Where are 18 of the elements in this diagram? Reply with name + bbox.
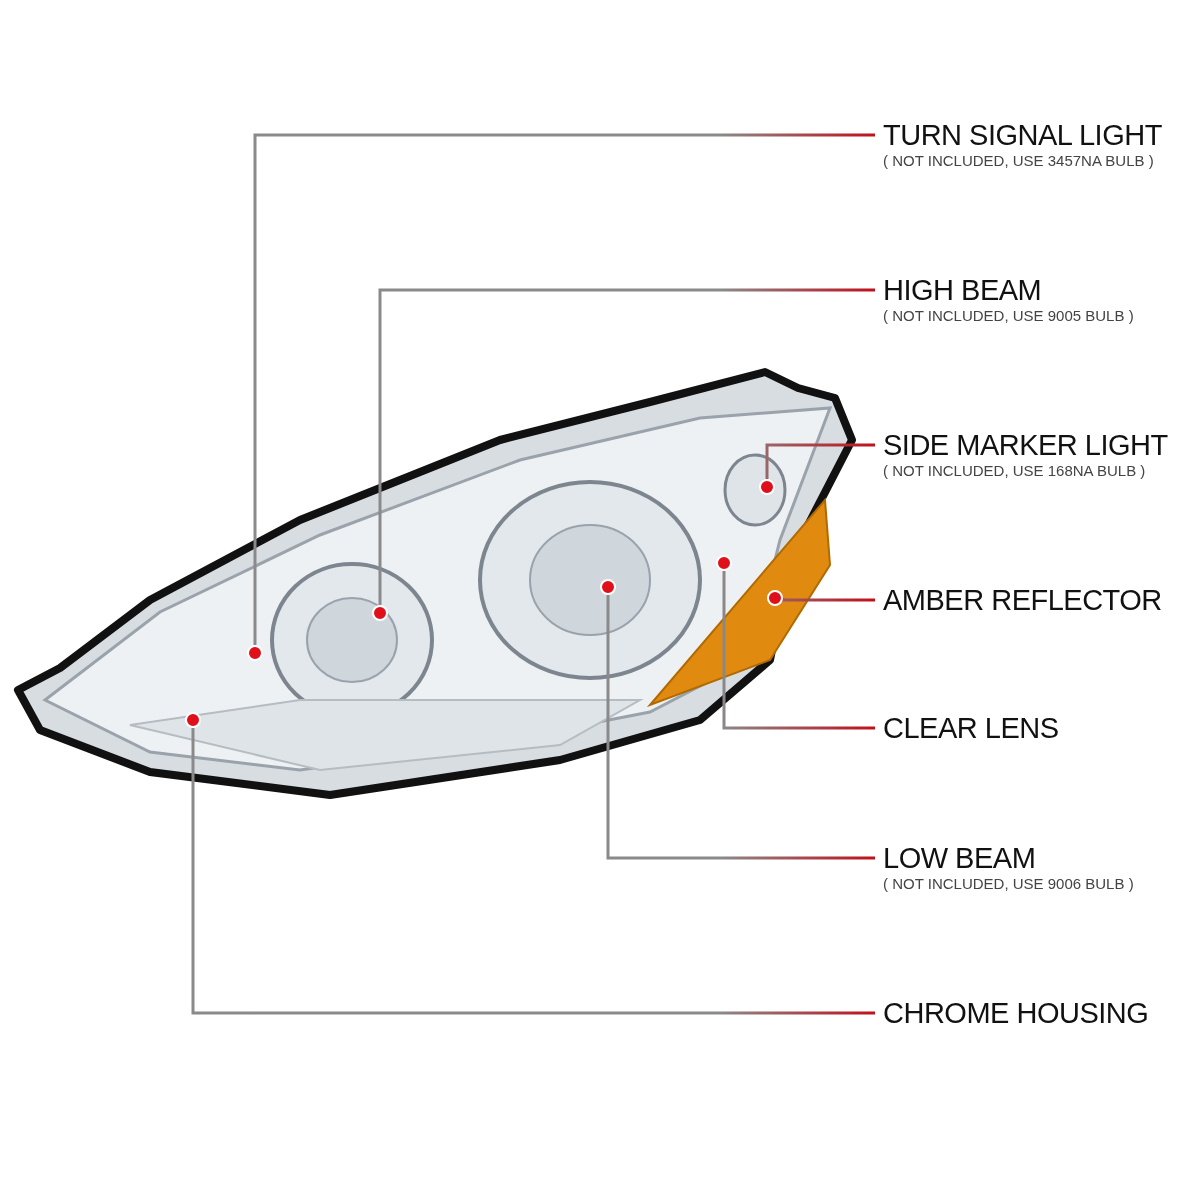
leader-line bbox=[765, 443, 875, 479]
bulb-note: ( NOT INCLUDED, USE 168NA BULB ) bbox=[883, 462, 1147, 480]
bulb-note: ( NOT INCLUDED, USE 9005 BULB ) bbox=[883, 307, 1134, 325]
part-name: LOW BEAM bbox=[883, 841, 1037, 875]
leader-line bbox=[378, 288, 875, 605]
part-name: CLEAR LENS bbox=[883, 711, 1059, 745]
part-name: TURN SIGNAL LIGHT bbox=[883, 118, 1162, 152]
part-name: SIDE MARKER LIGHT bbox=[883, 428, 1168, 462]
leader-line bbox=[253, 133, 875, 645]
leader-line bbox=[722, 571, 875, 730]
bulb-note: ( NOT INCLUDED, USE 3457NA BULB ) bbox=[883, 152, 1155, 170]
leader-line bbox=[781, 597, 875, 602]
part-name: HIGH BEAM bbox=[883, 273, 1043, 307]
leader-line bbox=[606, 595, 875, 860]
leader-line bbox=[191, 728, 875, 1015]
part-name: AMBER REFLECTOR bbox=[883, 583, 1162, 617]
part-name: CHROME HOUSING bbox=[883, 996, 1149, 1030]
bulb-note: ( NOT INCLUDED, USE 9006 BULB ) bbox=[883, 875, 1134, 893]
